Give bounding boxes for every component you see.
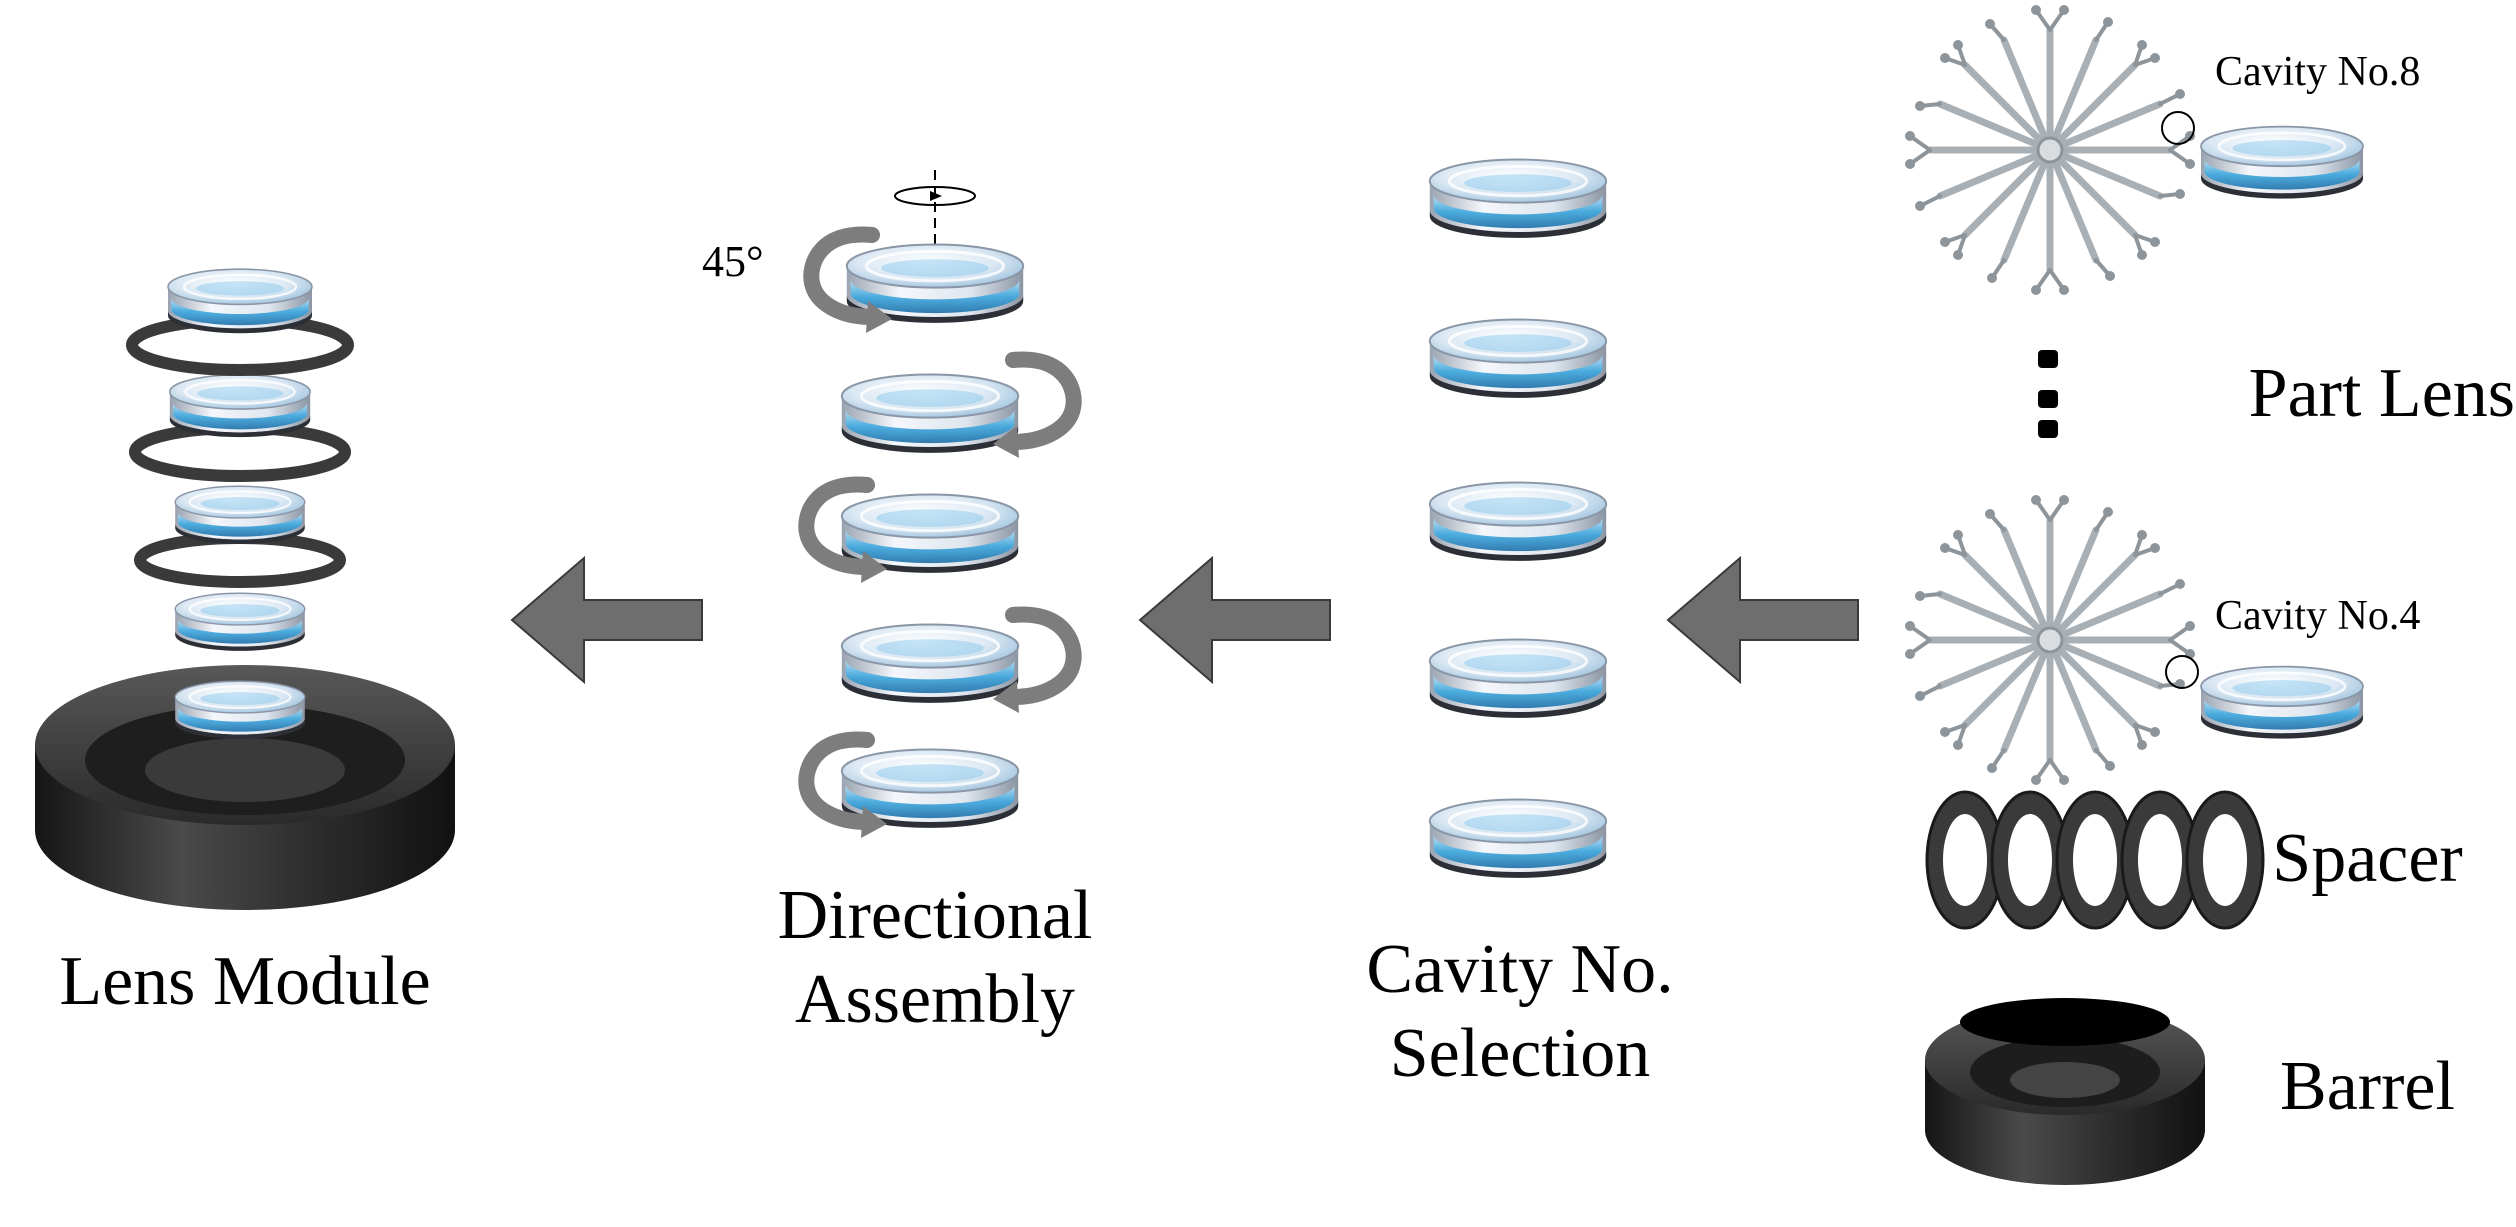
mold-sprue-icon	[1905, 5, 2195, 295]
spacer-label: Spacer	[2272, 820, 2463, 897]
cavity-selection-stack	[1428, 158, 1608, 880]
rotation-angle-label: 45°	[702, 237, 764, 286]
directional-assembly-label: Directional Assembly	[735, 874, 1135, 1042]
cavity-8-label: Cavity No.8	[2215, 49, 2421, 95]
directional-assembly-line2: Assembly	[795, 961, 1075, 1038]
directional-assembly-line1: Directional	[777, 877, 1093, 954]
cavity-selection-line2: Selection	[1389, 1015, 1651, 1092]
flow-arrow-icon	[511, 557, 703, 683]
lens-module-label: Lens Module	[59, 943, 431, 1020]
rotation-axis-icon	[894, 170, 976, 262]
spacer-rings	[1925, 790, 2265, 930]
cavity-selection-line1: Cavity No.	[1366, 931, 1674, 1008]
directional-assembly-stack	[806, 170, 1073, 838]
flow-arrow-icon	[1139, 557, 1331, 683]
barrel-label: Barrel	[2280, 1048, 2455, 1125]
lens-module-illustration	[35, 268, 455, 910]
cavity-selection-label: Cavity No. Selection	[1320, 928, 1720, 1096]
cavity-4-label: Cavity No.4	[2215, 593, 2421, 639]
mold-sprue-icon	[1905, 495, 2195, 785]
flow-arrow-icon	[1667, 557, 1859, 683]
ellipsis-dots-icon	[2038, 350, 2058, 438]
part-lens-components	[1905, 5, 2365, 1185]
barrel-illustration	[1925, 998, 2205, 1185]
part-lens-label: Part Lens	[2248, 355, 2515, 432]
